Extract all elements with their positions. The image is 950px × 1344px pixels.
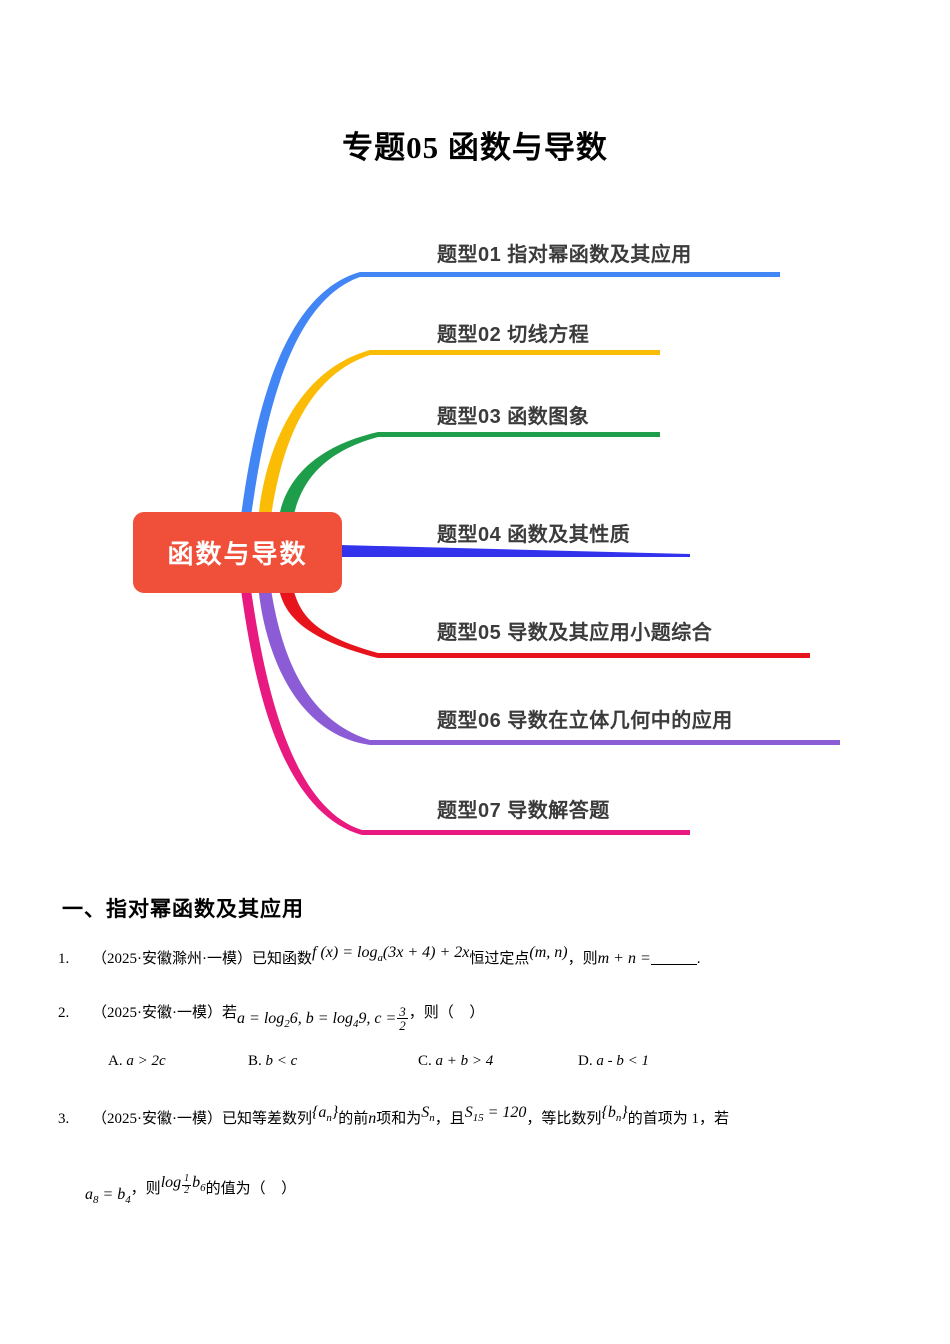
problem-2-number: 2. (58, 1005, 70, 1021)
mindmap-diagram: 函数与导数 题型01 指对幂函数及其应用 题型02 切线方程 题型03 函数图象… (0, 205, 950, 865)
problem-2-text-c: ） (469, 1005, 485, 1021)
problem-2: 2. （2025·安徽·一模）若a = log26, b = log49, c =… (58, 1000, 908, 1037)
problem-3-formula-b: n (368, 1110, 377, 1128)
problem-3-formula-c: Sn (421, 1104, 435, 1125)
option-b[interactable]: B. b < c (248, 1053, 298, 1069)
problem-1-formula-c: m + n = (597, 950, 651, 968)
branch-label-1: 题型01 指对幂函数及其应用 (437, 244, 692, 266)
problem-2-text-b: ，则（ (408, 1005, 454, 1021)
problem-2-options: A. a > 2c B. b < c C. a + b > 4 D. a - b… (58, 1053, 918, 1079)
option-d[interactable]: D. a - b < 1 (578, 1053, 649, 1069)
problem-3-text-c: 项和为 (376, 1111, 422, 1128)
branch-label-7: 题型07 导数解答题 (437, 800, 610, 822)
problem-2-text-a: 若 (222, 1005, 238, 1021)
branch-label-2: 题型02 切线方程 (437, 324, 590, 346)
problem-2-source: （2025·安徽·一模） (92, 1005, 222, 1021)
problem-3-seq-b: {bn} (601, 1104, 628, 1125)
problem-1-text-c: ，则 (567, 951, 598, 968)
problem-3-text-d: ，且 (434, 1111, 465, 1128)
branch-label-5: 题型05 导数及其应用小题综合 (437, 622, 713, 644)
problem-3-l2-text-b: 的值为（ (205, 1181, 266, 1198)
mindmap-center-node: 函数与导数 (133, 512, 342, 593)
problem-3-text-a: 已知等差数列 (222, 1111, 313, 1128)
problem-1-text-b: 恒过定点 (469, 951, 530, 968)
problem-3: 3. （2025·安徽·一模）已知等差数列{an}的前n项和为Sn，且S15 = … (58, 1100, 908, 1132)
branch-label-4: 题型04 函数及其性质 (437, 524, 631, 546)
problem-3-l2-text-a: ，则 (130, 1181, 161, 1198)
problem-3-formula-d: S15 = 120 (464, 1104, 527, 1125)
problem-1: 1. （2025·安徽滁州·一模）已知函数f (x) = loga(3x + 4)… (58, 940, 908, 972)
problem-1-answer-blank[interactable] (650, 964, 697, 966)
problem-3-answer-paren[interactable] (266, 1181, 282, 1197)
mindmap-branch-lines (240, 272, 840, 835)
problem-1-formula-a: f (x) = loga(3x + 4) + 2x (312, 944, 470, 965)
problem-1-source: （2025·安徽滁州·一模） (92, 951, 252, 968)
problem-3-seq-a: {an} (312, 1104, 339, 1125)
problem-3-number: 3. (58, 1111, 70, 1128)
branch-line-1 (240, 272, 780, 523)
problem-3-text-b: 的前 (338, 1111, 369, 1128)
center-node-label: 函数与导数 (167, 539, 308, 569)
option-c[interactable]: C. a + b > 4 (418, 1053, 494, 1069)
problem-2-answer-paren[interactable] (454, 1005, 470, 1021)
branch-label-6: 题型06 导数在立体几何中的应用 (437, 710, 733, 732)
problem-1-text-a: 已知函数 (252, 951, 313, 968)
problem-3-text-f: 的首项为 1，若 (627, 1111, 729, 1128)
problem-3-l2-text-c: ） (281, 1181, 297, 1198)
section-heading: 一、指对幂函数及其应用 (62, 897, 304, 921)
problem-1-formula-b: (m, n) (529, 944, 568, 961)
problem-3-l2-formula-a: a8 = b4 (85, 1185, 131, 1206)
branch-line-3 (278, 432, 660, 523)
branch-label-3: 题型03 函数图象 (437, 406, 590, 428)
branch-line-4 (340, 545, 690, 557)
problem-1-text-d: . (696, 951, 701, 968)
option-a[interactable]: A. a > 2c (108, 1053, 166, 1069)
problem-1-number: 1. (58, 951, 70, 968)
problem-3-text-e: ，等比数列 (526, 1111, 602, 1128)
problem-3-source: （2025·安徽·一模） (92, 1111, 222, 1128)
page-title: 专题05 函数与导数 (342, 130, 608, 165)
